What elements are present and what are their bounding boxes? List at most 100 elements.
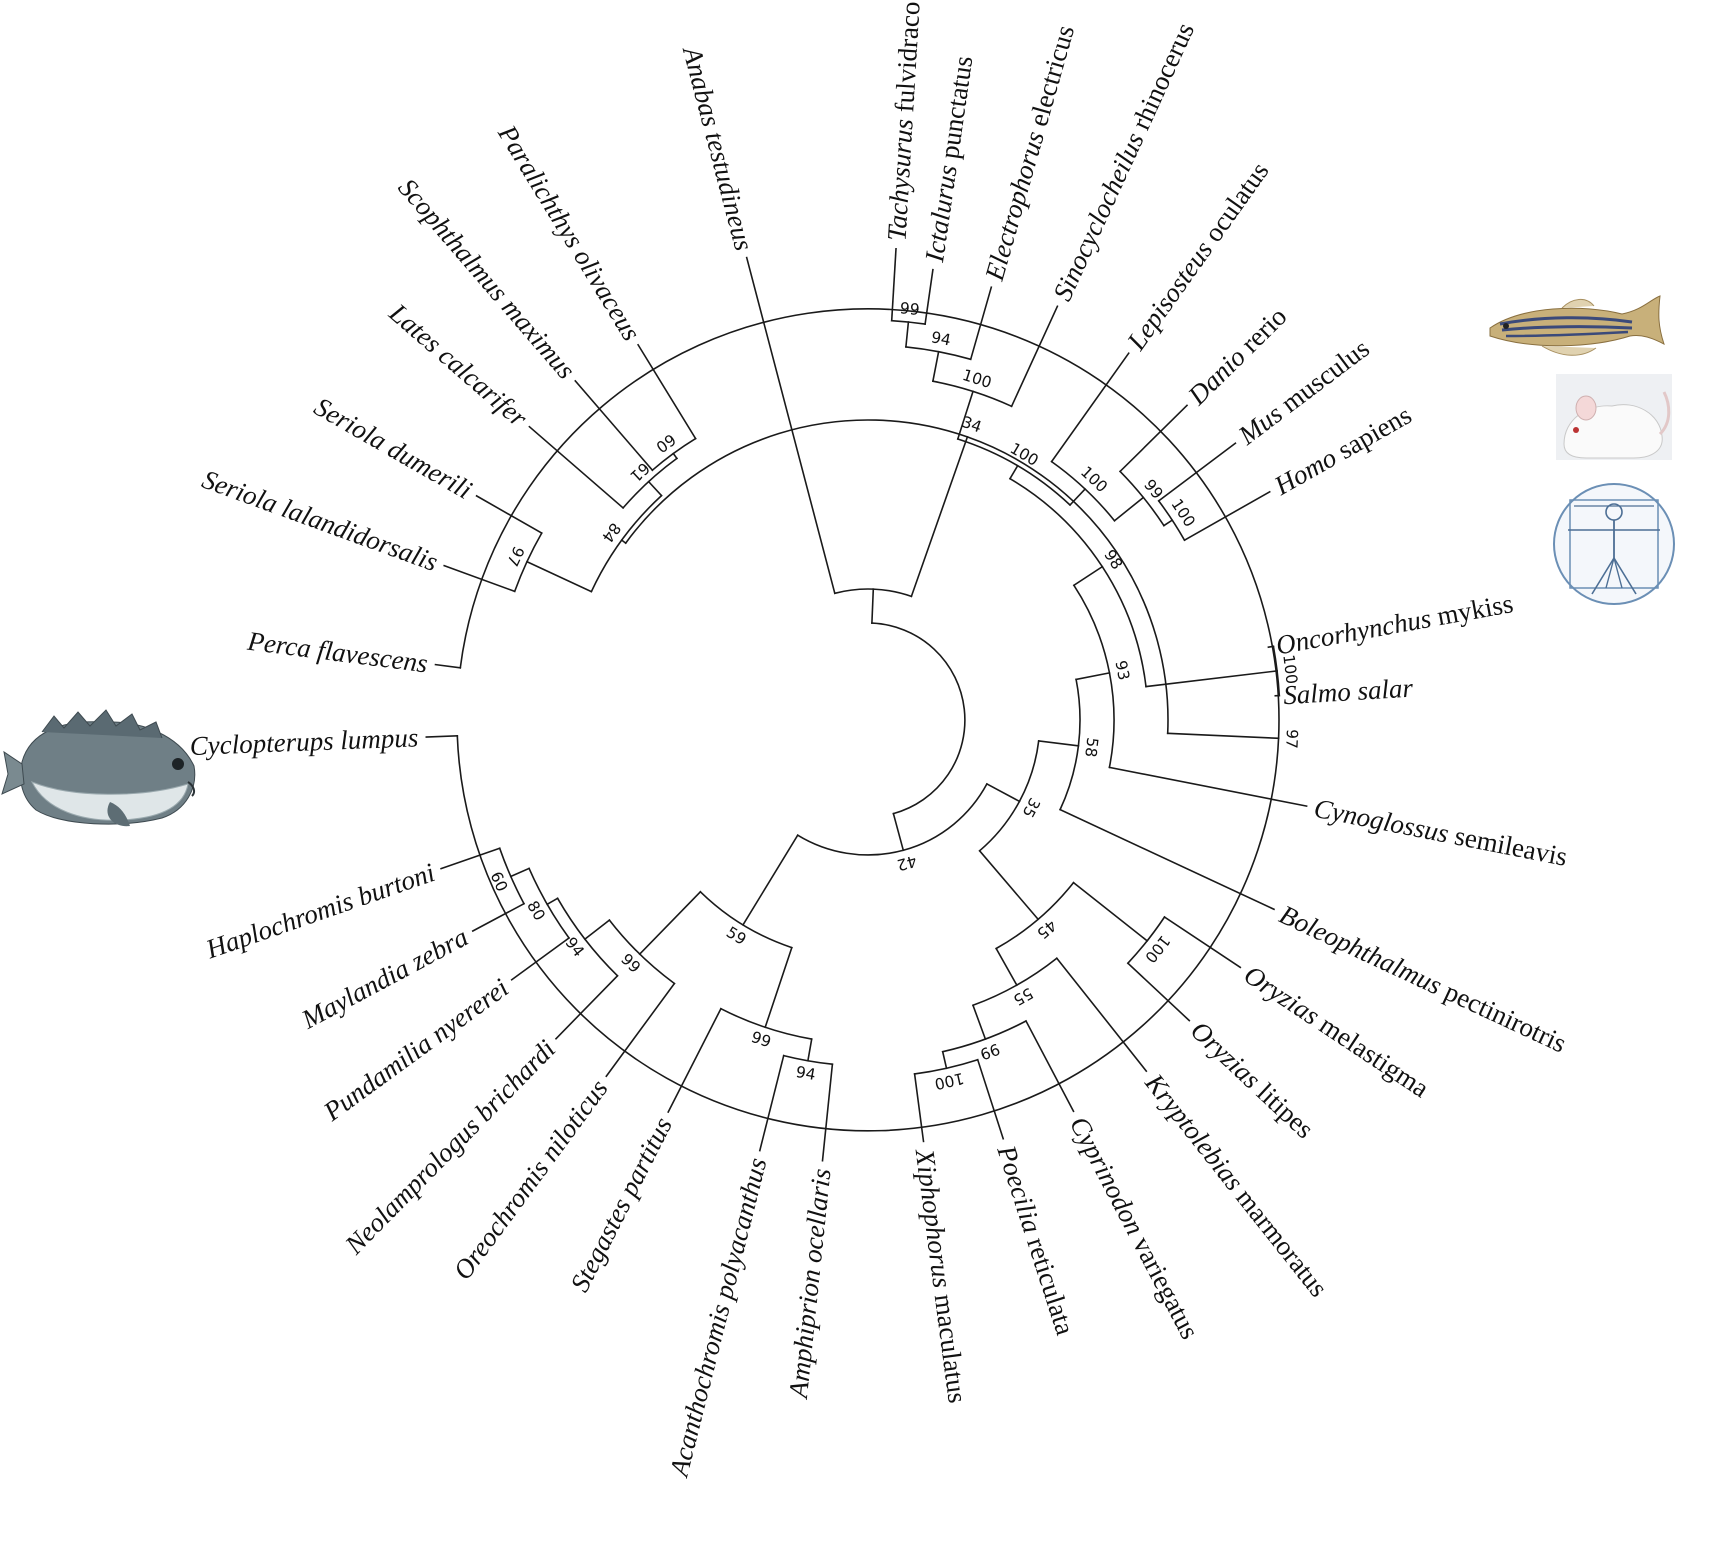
branch-lates [528, 425, 625, 510]
support-value: 100 [1141, 932, 1173, 966]
branch-n-oreo [638, 890, 702, 956]
branch-n-atherin [978, 849, 1040, 921]
branch-oryzias-mel [1163, 915, 1242, 969]
leaf-genus: Ictalurus [919, 163, 963, 265]
leaf-species: salar [1350, 673, 1414, 707]
branch-n-cypr [971, 1004, 987, 1041]
leaf-genus: Neolamprologus [338, 1111, 485, 1261]
leaf-species: variegatus [1124, 1226, 1205, 1344]
leaf-genus: Lepisosteus [1120, 235, 1218, 356]
leaf-species: pectinirotris [1434, 973, 1571, 1058]
branch-pundamilia [510, 936, 571, 981]
branch-n-mus-homo [1162, 519, 1174, 527]
mouse-photo-icon [1556, 374, 1672, 460]
leaf-label-cyprinodon: Cyprinodon variegatus [1064, 1111, 1205, 1343]
leaf-genus: Oryzias [1185, 1015, 1267, 1094]
leaf-species: dumerili [377, 430, 477, 505]
branch-cyprinodon [1024, 1019, 1075, 1113]
arc-n-84 [590, 494, 663, 593]
branch-n-cyno [1075, 671, 1111, 681]
leaf-species: zebra [400, 922, 473, 980]
branch-paralichthys [636, 343, 697, 440]
branch-acanthochromis [758, 1054, 785, 1152]
leaf-genus: Seriola [309, 391, 392, 456]
leaf-genus: Acanthochromis [663, 1301, 735, 1481]
leaf-label-cyclopterus: Cyclopterups lumpus [189, 722, 419, 761]
leaf-label-oncorhynchus: Oncorhynchus mykiss [1274, 588, 1516, 660]
support-value: 42 [895, 852, 919, 875]
support-value: 100 [933, 1069, 966, 1093]
branch-n-dan-mam [1113, 496, 1145, 522]
leaf-genus: Maylandia [296, 953, 414, 1035]
leaf-species: nyererei [420, 972, 514, 1052]
vitruvian-man-icon [1553, 483, 1675, 605]
branch-xiphophorus [913, 1073, 925, 1143]
leaf-species: electricus [1021, 22, 1080, 136]
branch-n-xip-poe [941, 1050, 948, 1070]
branch-anabas [745, 256, 836, 595]
leaf-species: fulvidraco [889, 1, 926, 120]
branch-n-34 [910, 435, 969, 598]
leaf-species: burtoni [347, 857, 438, 914]
support-value: 97 [503, 543, 528, 568]
branch-n-scop-par [672, 452, 679, 460]
leaf-species: melastigma [1309, 1006, 1435, 1104]
arc-root [871, 622, 966, 815]
leaf-genus: Oncorhynchus [1274, 603, 1434, 661]
branch-n-seriola [525, 560, 593, 593]
branch-danio [1118, 404, 1189, 473]
support-value: 60 [487, 869, 511, 894]
branch-kryptolebias [1055, 957, 1148, 1073]
leaf-genus: Haplochromis [201, 886, 357, 965]
leaf-genus: Cynoglossus [1312, 793, 1452, 849]
leaf-species: niloticus [530, 1074, 613, 1172]
branch-seriola-lal [443, 564, 516, 593]
leaf-genus: Oreochromis [447, 1154, 554, 1285]
branch-sinocyclocheilus [1010, 305, 1059, 408]
branch-poecilia [976, 1058, 1005, 1140]
leaf-genus: Cyprinodon [1064, 1111, 1151, 1239]
support-value: 99 [978, 1039, 1003, 1063]
branch-neolamprologus [554, 974, 619, 1040]
leaf-species: reticulata [1019, 1227, 1080, 1338]
leaf-genus: Boleophthalmus [1275, 899, 1447, 1000]
leaf-genus: Sinocyclocheilus [1047, 128, 1150, 305]
support-value: 99 [749, 1028, 773, 1051]
leaf-species: musculus [1270, 333, 1375, 422]
leaf-genus: Amphiprion [783, 1268, 826, 1401]
leaf-species: maculatus [928, 1286, 973, 1405]
leaf-species: partitus [610, 1112, 678, 1207]
branch-n-oryz [1072, 881, 1149, 943]
leaf-species: lalandidorsalis [272, 491, 442, 577]
tree-branches [425, 247, 1308, 1162]
leaf-label-poecilia: Poecilia reticulata [991, 1141, 1080, 1339]
branch-n-lates [647, 480, 663, 497]
support-value: 100 [1167, 496, 1198, 531]
leaf-label-tachysurus: Tachysurus fulvidraco [882, 1, 926, 242]
branch-cyclopterus [425, 734, 459, 738]
leaf-genus: Electrophorus [979, 128, 1050, 285]
leaf-species: testudineus [698, 122, 760, 254]
branch-n-tach-ict [905, 321, 910, 348]
branch-maylandia [471, 902, 526, 933]
leaf-species: olivaceus [564, 237, 646, 345]
branch-n-84 [620, 538, 627, 545]
branch-cynoglossus [1108, 766, 1308, 808]
leaf-species: rhinocerus [1123, 18, 1201, 140]
leaf-species: punctatus [933, 54, 978, 167]
leaf-species: brichardi [464, 1034, 561, 1132]
leaf-species: semileavis [1446, 819, 1570, 872]
branch-n-steg [764, 946, 793, 1029]
leaf-label-perca: Perca flavescens [245, 626, 430, 679]
arc-n-42 [796, 782, 988, 856]
branch-oreochromis [605, 982, 676, 1078]
branch-stegastes [667, 1007, 722, 1114]
branch-n-kryp [995, 947, 1018, 987]
branch-oryzias-lat [1126, 962, 1191, 1022]
branch-n-pund [546, 897, 559, 906]
branch-ictalurus [924, 268, 934, 326]
leaf-species: lumpus [333, 722, 419, 755]
leaf-label-ictalurus: Ictalurus punctatus [919, 54, 978, 265]
support-value: 97 [1282, 729, 1301, 750]
branch-n-lepi [1068, 487, 1087, 507]
